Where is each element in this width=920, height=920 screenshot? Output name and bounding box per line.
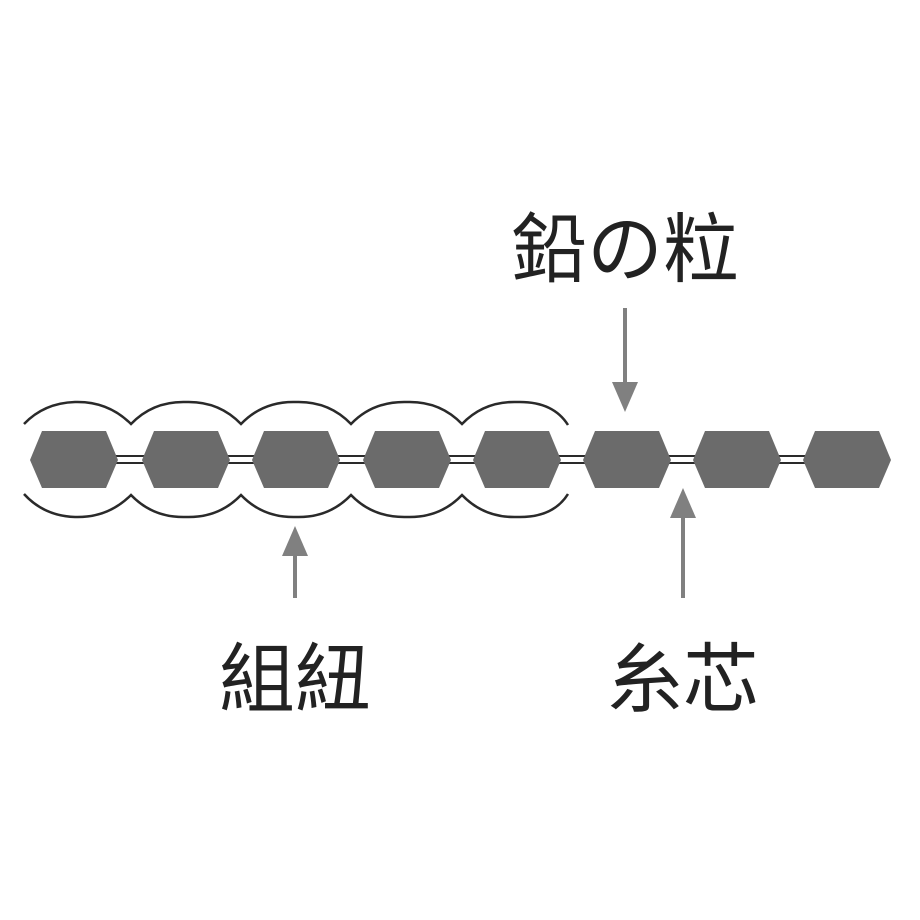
label-thread-core: 糸芯	[607, 635, 759, 724]
arrow-to-lead-beads	[612, 308, 638, 412]
lead-beads	[30, 431, 891, 488]
lead-bead	[363, 431, 451, 488]
lead-bead	[473, 431, 561, 488]
lead-bead	[142, 431, 230, 488]
arrow-to-thread-core	[670, 488, 696, 598]
lead-bead	[693, 431, 781, 488]
label-lead-beads: 鉛の粒	[511, 205, 739, 294]
lead-bead	[252, 431, 340, 488]
lead-bead	[803, 431, 891, 488]
lead-bead	[583, 431, 671, 488]
lead-bead	[30, 431, 118, 488]
arrow-to-braided-cord	[282, 526, 308, 598]
braided-cord-outline	[23, 400, 570, 519]
label-braided-cord: 組紐	[219, 635, 371, 724]
